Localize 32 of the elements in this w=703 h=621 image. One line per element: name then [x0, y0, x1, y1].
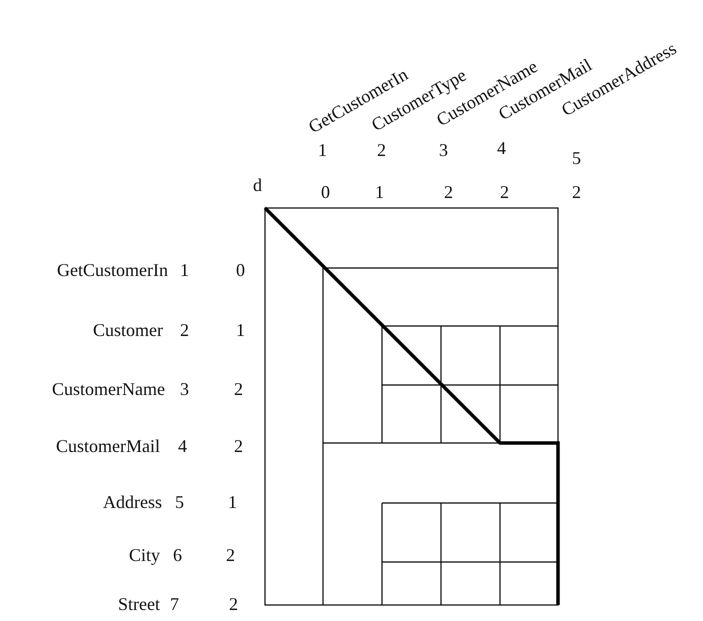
row-label: City	[128, 545, 160, 565]
index-number: 5	[572, 148, 581, 168]
index-number: 1	[318, 140, 327, 160]
index-number: 6	[173, 545, 182, 565]
index-number: 3	[439, 140, 448, 160]
depth-value: 2	[444, 182, 453, 202]
row-label: Street	[118, 594, 160, 614]
row-label: CustomerName	[52, 379, 165, 399]
index-number: 1	[180, 260, 189, 280]
depth-value: 2	[234, 379, 243, 399]
row-label: CustomerMail	[56, 436, 160, 456]
axis-label: d	[253, 175, 262, 195]
index-number: 5	[175, 492, 184, 512]
index-number: 2	[377, 140, 386, 160]
index-number: 7	[170, 594, 179, 614]
depth-value: 2	[572, 182, 581, 202]
index-number: 2	[180, 320, 189, 340]
index-number: 4	[178, 436, 187, 456]
depth-value: 2	[500, 182, 509, 202]
index-number: 3	[180, 379, 189, 399]
depth-value: 1	[228, 492, 237, 512]
index-number: 4	[497, 138, 506, 158]
depth-value: 0	[236, 260, 245, 280]
depth-value: 2	[229, 594, 238, 614]
depth-value: 1	[375, 182, 384, 202]
row-label: Address	[103, 492, 162, 512]
depth-value: 2	[234, 436, 243, 456]
row-label: Customer	[93, 320, 163, 340]
depth-value: 0	[321, 182, 330, 202]
depth-value: 2	[226, 545, 235, 565]
depth-value: 1	[236, 320, 245, 340]
row-label: GetCustomerIn	[57, 260, 168, 280]
